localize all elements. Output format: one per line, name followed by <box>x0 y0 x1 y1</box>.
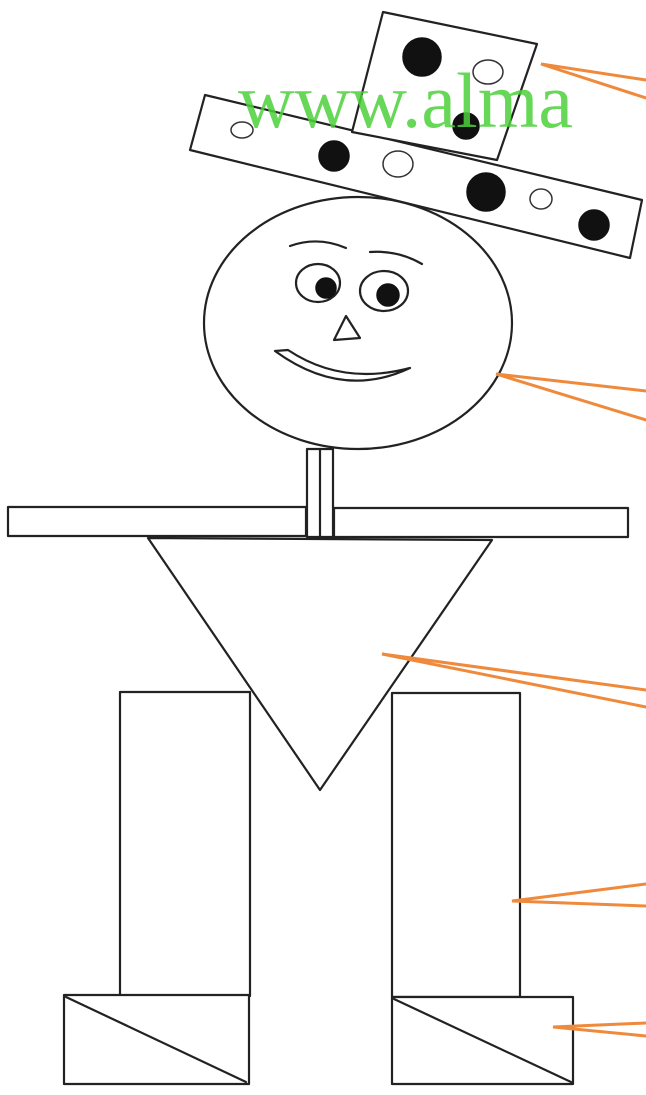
feet <box>62 993 575 1086</box>
mouth <box>273 348 412 382</box>
foot-leader-line <box>552 1021 646 1038</box>
left-leg <box>118 690 252 998</box>
left-foot-diagonal <box>64 995 248 1084</box>
hat-brim <box>188 93 644 260</box>
hat-spot <box>466 172 506 212</box>
hat-spot <box>452 112 480 140</box>
hat-spot <box>402 37 442 77</box>
hat-brim-rect <box>188 93 644 260</box>
hat-leader-line <box>540 62 646 100</box>
right-pupil <box>376 283 400 307</box>
hat-crown-rect <box>350 10 539 162</box>
left-arm <box>6 505 308 538</box>
hat-spot <box>230 121 254 139</box>
head-circle <box>202 195 514 451</box>
arms <box>6 448 630 539</box>
left-pupil <box>315 277 337 299</box>
leg-leader-line <box>511 882 646 908</box>
left-eyebrow <box>288 240 348 250</box>
head <box>202 195 514 451</box>
head-leader-line <box>495 372 646 422</box>
hat-spot <box>472 59 504 85</box>
hat-spot <box>578 209 610 241</box>
hat-crown <box>350 10 539 162</box>
body-triangle <box>146 536 494 792</box>
legs <box>118 690 522 999</box>
leader-lines <box>381 62 646 1038</box>
hat <box>188 10 644 260</box>
hat-spot <box>382 150 414 178</box>
hat-spot <box>529 188 553 210</box>
hat-spot <box>318 140 350 172</box>
right-foot-diagonal <box>392 997 573 1084</box>
right-arm <box>332 506 630 539</box>
body-leader-line <box>381 652 646 709</box>
right-eyebrow <box>368 250 424 266</box>
nose <box>332 314 362 342</box>
right-leg <box>390 691 522 999</box>
